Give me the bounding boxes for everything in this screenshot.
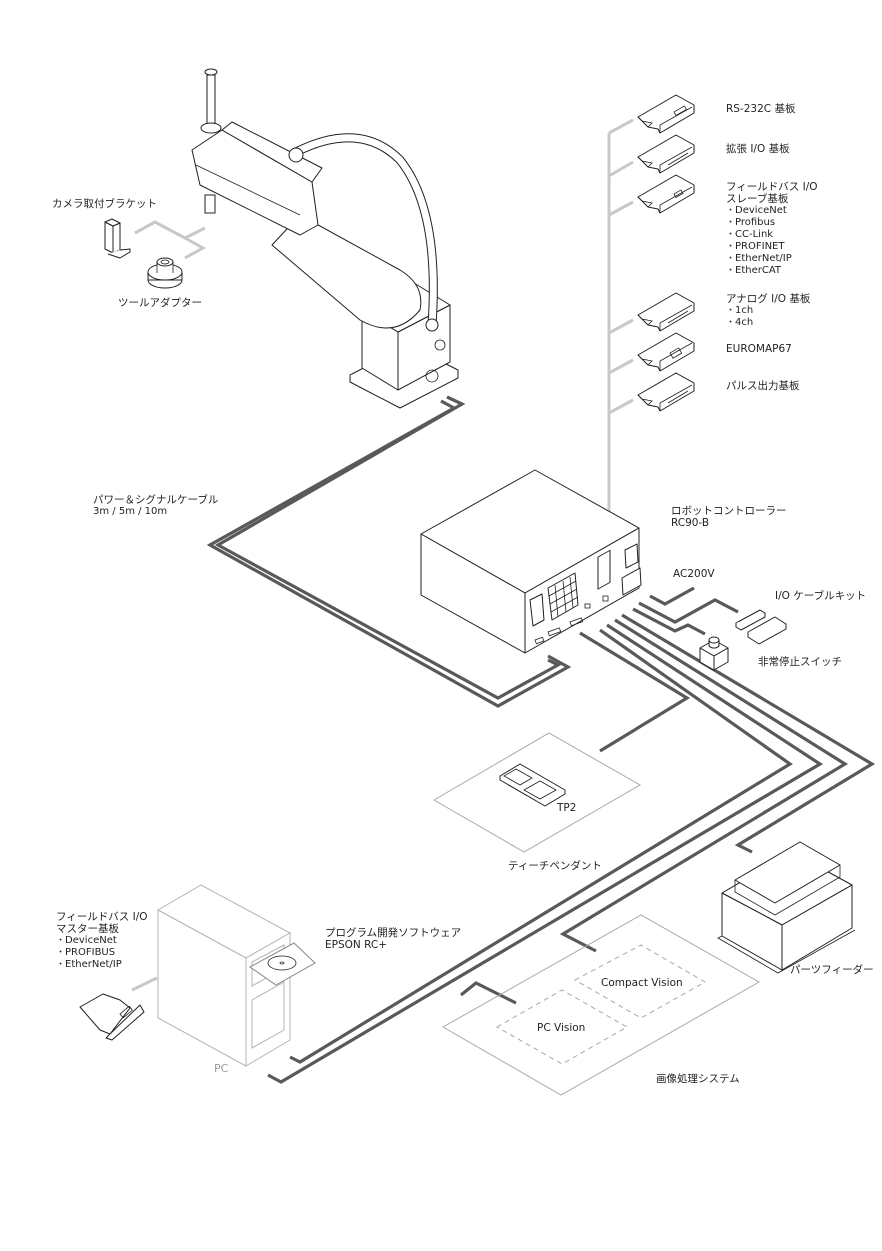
parts-feeder-icon (717, 841, 856, 974)
option-board-euromap67: EUROMAP67 (726, 343, 792, 355)
option-board-title: EUROMAP67 (726, 343, 792, 355)
list-item: DeviceNet (726, 205, 818, 217)
software-title: プログラム開発ソフトウェア (325, 927, 462, 939)
power-signal-cable-label: パワー＆シグナルケーブル 3m / 5m / 10m (93, 494, 218, 518)
cable-title: パワー＆シグナルケーブル (93, 494, 219, 506)
power-signal-cable (206, 395, 572, 708)
fieldbus-master-label: フィールドバス I/O マスター基板 DeviceNet PROFIBUS Et… (56, 911, 148, 971)
emergency-stop-icon (699, 636, 729, 671)
list-item: Profibus (726, 217, 818, 229)
tool-adapter-icon (147, 257, 183, 289)
pc-tower-icon (131, 884, 316, 1067)
teach-pendant-model: TP2 (557, 802, 577, 814)
option-board-title: RS-232C 基板 (726, 103, 796, 115)
io-cable-kit-label: I/O ケーブルキット (775, 590, 867, 602)
option-board-title: パルス出力基板 (726, 380, 800, 392)
robot-controller (420, 469, 642, 654)
pc-vision-label: PC Vision (537, 1022, 586, 1034)
fieldbus-slave-board-icon (637, 174, 695, 214)
expansion-io-board-icon (637, 134, 695, 174)
option-board-title-2: スレーブ基板 (726, 193, 789, 205)
option-board-expansion-io: 拡張 I/O 基板 (726, 143, 790, 155)
list-item: PROFINET (726, 241, 818, 253)
vision-system-area (441, 914, 761, 1096)
option-board-title: フィールドバス I/O (726, 181, 818, 193)
fieldbus-master-board-icon (79, 993, 145, 1041)
option-board-rs232c: RS-232C 基板 (726, 103, 795, 115)
option-board-pulse-output: パルス出力基板 (726, 380, 800, 392)
teach-pendant-icon (499, 763, 566, 807)
power-label: AC200V (673, 568, 715, 580)
pc-vision-area (495, 989, 629, 1065)
pulse-output-board-icon (637, 372, 695, 412)
software-label: プログラム開発ソフトウェア EPSON RC+ (325, 927, 461, 951)
euromap67-board-icon (637, 332, 695, 372)
list-item: 4ch (726, 317, 810, 329)
tool-adapter-label: ツールアダプター (118, 297, 202, 309)
emergency-stop-label: 非常停止スイッチ (758, 656, 842, 668)
option-board-analog-io: アナログ I/O 基板 1ch 4ch (726, 293, 810, 329)
controller-cables (267, 586, 876, 1084)
camera-bracket-label: カメラ取付ブラケット (52, 198, 157, 210)
list-item: EtherNet/IP (56, 959, 148, 971)
list-item: DeviceNet (56, 935, 148, 947)
camera-bracket-icon (104, 218, 131, 259)
option-board-title: 拡張 I/O 基板 (726, 143, 790, 155)
analog-io-board-icon (637, 292, 695, 332)
io-cable-kit-icon (735, 609, 787, 645)
controller-label: ロボットコントローラー RC90-B (671, 505, 787, 529)
teach-pendant-area (433, 732, 642, 853)
list-item: 1ch (726, 305, 810, 317)
option-board-fieldbus-slave: フィールドバス I/O スレーブ基板 DeviceNet Profibus CC… (726, 181, 818, 277)
accessory-links (134, 220, 207, 260)
fieldbus-master-list: DeviceNet PROFIBUS EtherNet/IP (56, 935, 148, 971)
list-item: EtherNet/IP (726, 253, 818, 265)
cable-lengths: 3m / 5m / 10m (93, 506, 168, 517)
pc-label: PC (214, 1062, 229, 1075)
list-item: CC-Link (726, 229, 818, 241)
analog-io-list: 1ch 4ch (726, 305, 810, 329)
fieldbus-master-title-2: マスター基板 (56, 923, 119, 935)
fieldbus-master-title: フィールドバス I/O (56, 911, 148, 923)
list-item: EtherCAT (726, 265, 818, 277)
controller-model: RC90-B (671, 517, 710, 529)
option-board-title: アナログ I/O 基板 (726, 293, 811, 305)
list-item: PROFIBUS (56, 947, 148, 959)
controller-title: ロボットコントローラー (671, 505, 787, 517)
parts-feeder-label: パーツフィーダー (790, 964, 874, 976)
fieldbus-slave-list: DeviceNet Profibus CC-Link PROFINET Ethe… (726, 205, 818, 277)
scara-robot (191, 68, 459, 409)
teach-pendant-label: ティーチペンダント (508, 860, 602, 872)
option-board-icons (637, 94, 695, 412)
compact-vision-label: Compact Vision (601, 977, 683, 989)
compact-vision-area (573, 944, 707, 1019)
software-name: EPSON RC+ (325, 939, 387, 951)
rs232c-board-icon (637, 94, 695, 134)
vision-system-label: 画像処理システム (656, 1073, 740, 1085)
option-board-links (607, 118, 634, 527)
